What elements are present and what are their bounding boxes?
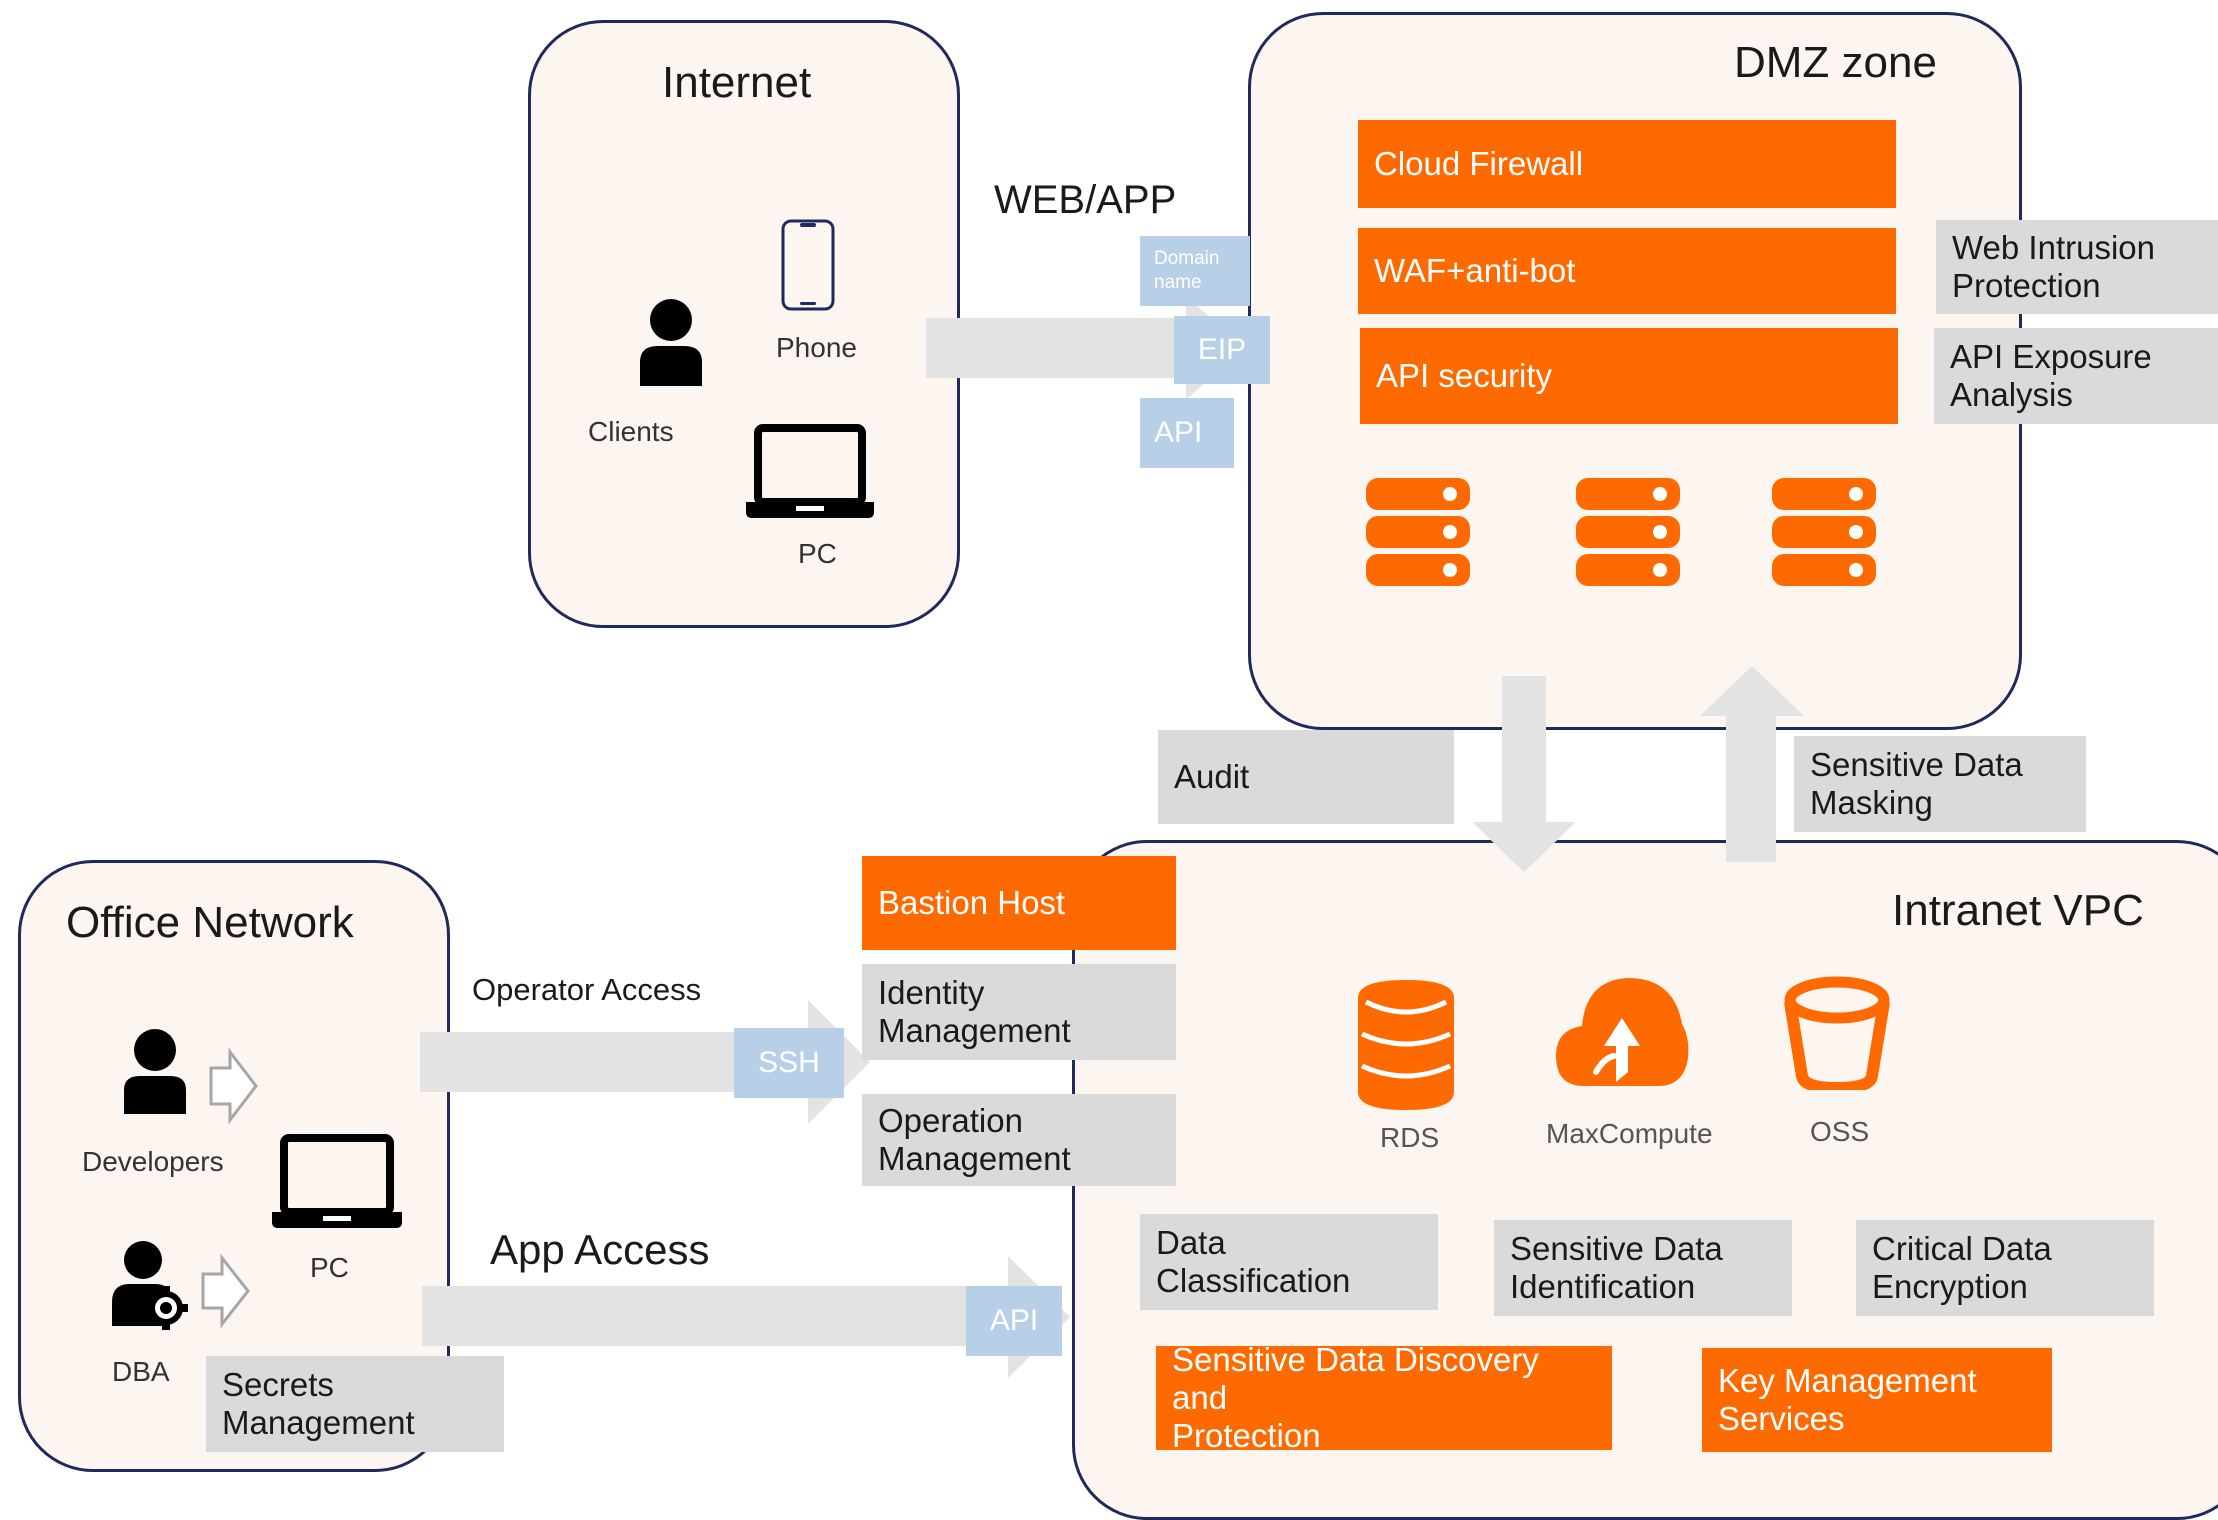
ssh-box: SSH	[734, 1028, 844, 1098]
internet-zone	[528, 20, 960, 628]
sensitive-data-masking-box: Sensitive Data Masking	[1794, 736, 2086, 832]
dba-arrow-icon	[201, 1254, 250, 1328]
dba-label: DBA	[112, 1356, 170, 1387]
developers-label: Developers	[82, 1146, 224, 1177]
operator-access-label: Operator Access	[472, 972, 702, 1007]
clients-person-icon	[640, 299, 702, 386]
secrets-management-box: Secrets Management	[206, 1356, 504, 1452]
pc-laptop-icon-office	[272, 1134, 402, 1228]
intranet-zone-title: Intranet VPC	[1892, 886, 2144, 935]
operation-management-box: Operation Management	[862, 1094, 1176, 1186]
api-security-box: API security	[1360, 328, 1898, 424]
sensitive-data-discovery-protection-box: Sensitive Data Discovery and Protection	[1156, 1341, 1612, 1454]
internet-zone-title: Internet	[662, 58, 812, 107]
server-icon-2	[1576, 478, 1680, 586]
domain-name-box: Domain name	[1140, 236, 1250, 306]
sensitive-data-identification-box: Sensitive Data Identification	[1494, 1220, 1792, 1316]
maxcompute-cloud-icon	[1556, 978, 1689, 1086]
pc-label: PC	[798, 538, 837, 569]
web-app-label: WEB/APP	[994, 178, 1177, 222]
entry-api-box: API	[1140, 398, 1234, 468]
rds-label: RDS	[1380, 1122, 1440, 1153]
app-api-box: API	[966, 1286, 1062, 1356]
app-access-arrow	[422, 1286, 1012, 1346]
bastion-host-box: Bastion Host	[862, 856, 1176, 950]
server-icon-1	[1366, 478, 1470, 586]
app-access-label: App Access	[490, 1226, 710, 1273]
audit-box: Audit	[1158, 730, 1454, 824]
waf-anti-bot-box: WAF+anti-bot	[1358, 228, 1896, 314]
clients-label: Clients	[588, 416, 674, 447]
dmz-zone-title: DMZ zone	[1734, 38, 1937, 87]
office-zone-title: Office Network	[66, 898, 354, 947]
web-app-flow-arrow	[926, 318, 1186, 378]
critical-data-encryption-box: Critical Data Encryption	[1856, 1220, 2154, 1316]
up-arrow-intranet-to-dmz	[1700, 666, 1804, 862]
maxcompute-label: MaxCompute	[1546, 1118, 1713, 1149]
developers-arrow-icon	[209, 1048, 258, 1124]
phone-label: Phone	[776, 332, 857, 363]
web-intrusion-protection-box: Web Intrusion Protection	[1936, 220, 2218, 314]
api-exposure-analysis-box: API Exposure Analysis	[1934, 328, 2218, 424]
cloud-firewall-box: Cloud Firewall	[1358, 120, 1896, 208]
pc-laptop-icon	[746, 424, 874, 518]
phone-icon	[781, 219, 835, 311]
identity-management-box: Identity Management	[862, 964, 1176, 1060]
dba-admin-gear-icon	[112, 1241, 188, 1330]
rds-database-icon	[1358, 980, 1454, 1110]
key-management-services-box: Key Management Services	[1702, 1348, 2052, 1452]
oss-label: OSS	[1810, 1116, 1870, 1147]
down-arrow-dmz-to-intranet	[1472, 676, 1576, 872]
data-classification-box: Data Classification	[1140, 1214, 1438, 1310]
developers-person-icon	[124, 1029, 186, 1114]
eip-box: EIP	[1174, 316, 1270, 384]
oss-bucket-icon	[1784, 976, 1890, 1090]
server-icon-3	[1772, 478, 1876, 586]
office-pc-label: PC	[310, 1252, 349, 1283]
